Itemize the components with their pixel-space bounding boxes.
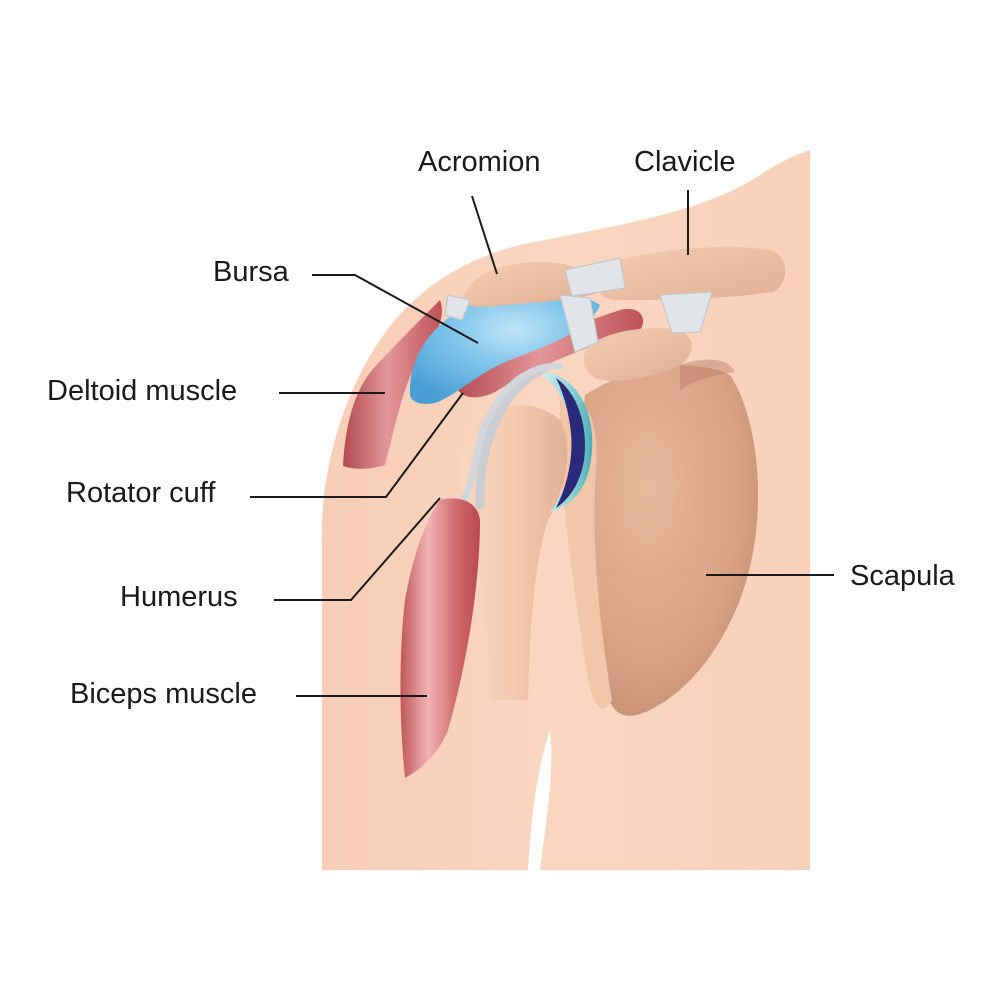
bursa-leader-line <box>312 274 479 344</box>
label-biceps-muscle: Biceps muscle <box>70 678 257 710</box>
deltoid-muscle-shape <box>343 300 442 469</box>
coracoid-process <box>583 328 692 381</box>
ligaments <box>444 257 713 353</box>
biceps-muscle-shape <box>400 498 480 778</box>
label-acromion: Acromion <box>418 146 541 178</box>
humerus-bone <box>461 405 568 700</box>
acromion-leader-line <box>471 195 498 275</box>
leader-lines <box>250 190 834 697</box>
label-bursa: Bursa <box>213 256 289 288</box>
rotator-cuff-tendon <box>475 363 550 510</box>
scapula-bone <box>575 365 759 716</box>
glenoid-labrum <box>556 378 585 508</box>
label-clavicle: Clavicle <box>634 146 736 178</box>
clavicle-bone <box>594 246 786 300</box>
label-rotator-cuff: Rotator cuff <box>66 477 216 509</box>
label-humerus: Humerus <box>120 581 238 613</box>
label-scapula: Scapula <box>850 560 955 592</box>
scapula-shadow <box>680 359 735 390</box>
humerus-leader-line <box>274 497 441 601</box>
rotator-cuff-leader-line <box>250 392 464 498</box>
arm-torso-gap <box>528 730 552 870</box>
biceps-tendon <box>451 362 564 519</box>
label-deltoid-muscle: Deltoid muscle <box>47 375 238 407</box>
